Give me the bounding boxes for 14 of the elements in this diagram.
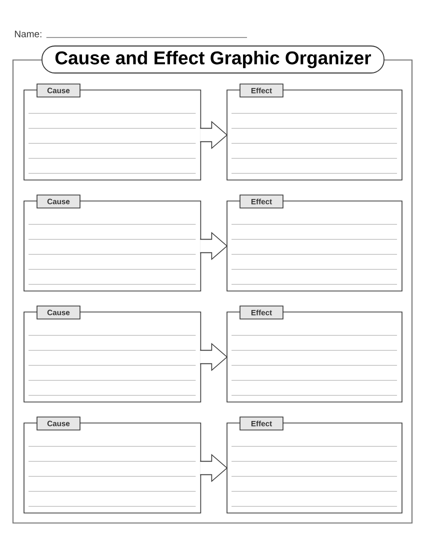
name-label: Name: xyxy=(14,30,42,38)
effect-box xyxy=(226,90,402,180)
effect-box xyxy=(226,422,402,514)
cause-box xyxy=(24,200,202,292)
title-banner: Cause and Effect Graphic Organizer xyxy=(42,46,384,74)
effect-box xyxy=(226,312,402,402)
block-arrow xyxy=(200,342,228,372)
block-arrow xyxy=(200,454,228,482)
cause-box xyxy=(24,90,202,180)
cause-box xyxy=(24,312,202,402)
cause-box xyxy=(24,422,202,514)
block-arrow xyxy=(200,120,228,150)
block-arrow xyxy=(200,232,228,260)
effect-box xyxy=(226,200,402,292)
